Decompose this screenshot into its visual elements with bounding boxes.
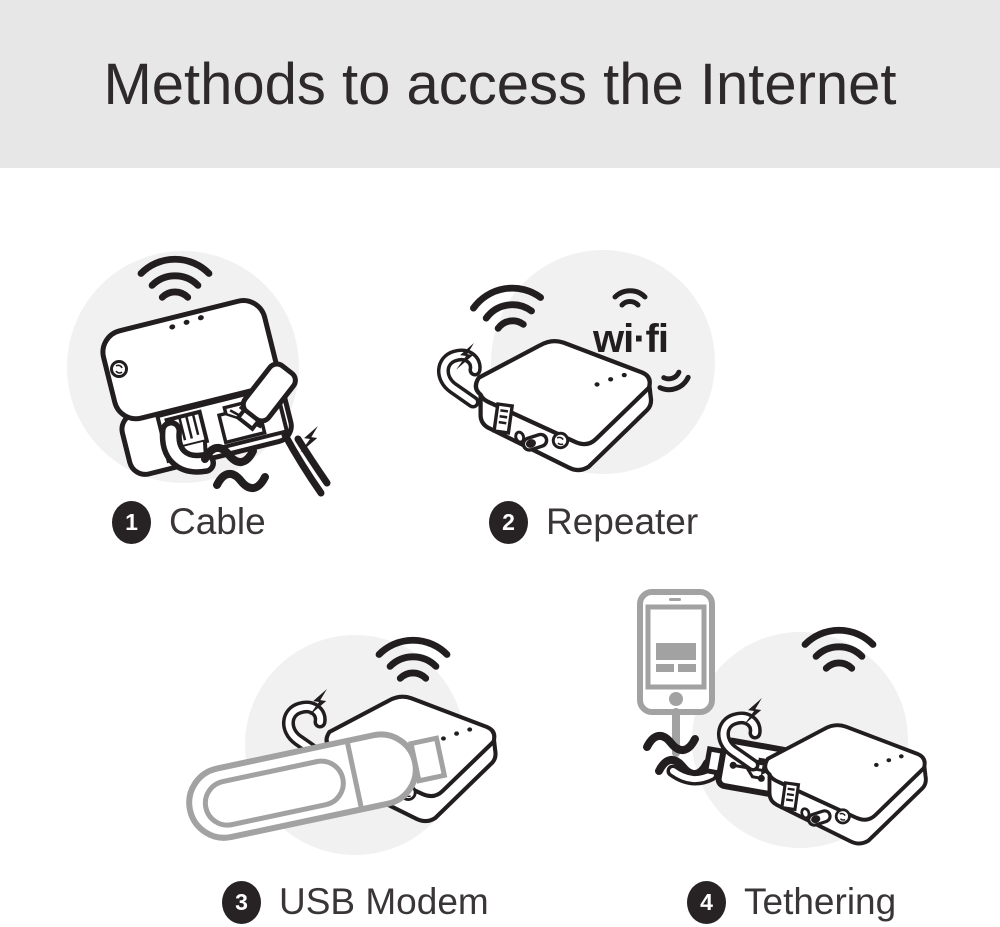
figure-label: USB Modem <box>279 881 489 922</box>
power-cable-hook <box>723 718 755 765</box>
spot-circle <box>491 250 715 474</box>
wave-icon <box>205 448 253 462</box>
router-illustration <box>100 298 294 477</box>
usb-plug-icon <box>702 737 793 799</box>
wifi-signal-icon <box>471 283 544 331</box>
figure-label: Tethering <box>744 881 897 922</box>
ethernet-port <box>216 399 267 445</box>
lightning-icon <box>744 696 763 727</box>
step-number: 1 <box>125 508 138 535</box>
usb-cable <box>666 764 718 786</box>
wifi-signal-icon <box>805 630 873 668</box>
figure-label: Repeater <box>546 501 699 542</box>
figure-caption-cable: 1 Cable <box>112 500 266 544</box>
tethering-illustration <box>637 589 928 848</box>
step-number: 2 <box>502 508 515 535</box>
lightning-icon <box>309 687 328 718</box>
ethernet-plug <box>164 409 210 466</box>
wave-icon <box>217 474 265 488</box>
step-badge: 1 <box>112 500 151 544</box>
step-badge: 3 <box>222 880 261 924</box>
phone-screen-block <box>656 643 696 660</box>
side-logo <box>110 360 128 378</box>
spot-circle <box>67 251 299 483</box>
usb-power-plug <box>235 361 331 497</box>
usb-modem-illustration <box>186 635 530 855</box>
step-badge: 4 <box>687 880 726 924</box>
figure-caption-usb-modem: 3 USB Modem <box>222 880 489 924</box>
figure-caption-tethering: 4 Tethering <box>687 880 896 924</box>
wifi-signal-icon <box>379 640 447 678</box>
lightning-icon <box>456 341 475 372</box>
power-cable <box>281 431 325 497</box>
spot-circle <box>245 635 465 855</box>
figure-label: Cable <box>169 501 266 542</box>
power-cable-hook <box>288 707 320 754</box>
phone-home-button <box>669 692 683 706</box>
repeater-illustration: wi·fi <box>415 250 715 474</box>
wave-icon <box>659 760 707 774</box>
step-badge: 2 <box>489 500 528 544</box>
wave-icon <box>647 736 695 750</box>
lightning-icon <box>300 424 319 455</box>
page-title: Methods to access the Internet <box>103 51 897 117</box>
title-banner: Methods to access the Internet <box>0 0 1000 168</box>
smartphone-illustration <box>637 589 715 757</box>
figure-caption-repeater: 2 Repeater <box>489 500 698 544</box>
router-illustration <box>763 723 928 846</box>
cable-illustration <box>67 251 331 497</box>
router-illustration <box>327 697 496 821</box>
spot-circle <box>692 632 908 848</box>
usb-trident-symbol <box>729 757 769 782</box>
power-cable-hook <box>443 355 475 402</box>
wifi-signal-icon <box>141 259 209 297</box>
step-number: 3 <box>235 888 248 915</box>
ethernet-cable <box>159 420 216 475</box>
router-illustration <box>476 341 651 470</box>
wifi-logo: wi·fi <box>592 291 690 394</box>
wifi-logo-text: wi·fi <box>592 317 668 361</box>
phone-speaker <box>669 598 681 601</box>
step-number: 4 <box>700 888 713 915</box>
usb-modem-dongle <box>186 731 448 841</box>
